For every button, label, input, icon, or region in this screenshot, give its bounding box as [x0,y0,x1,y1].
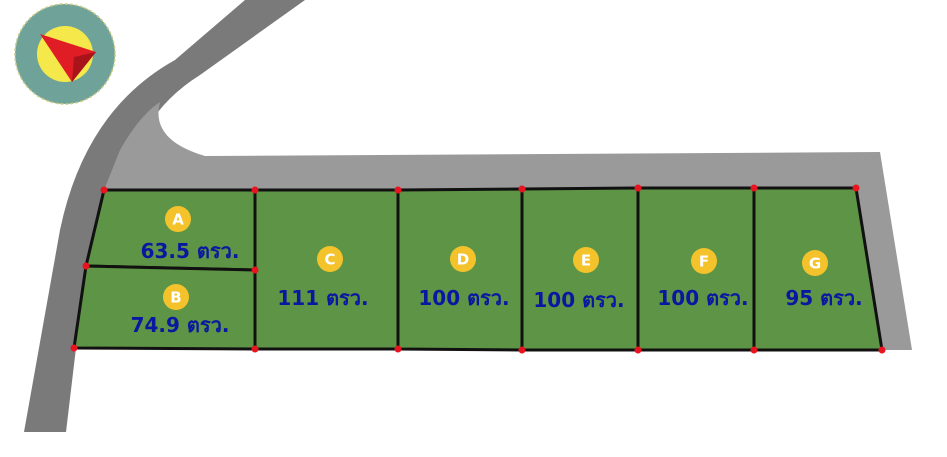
badge-b: B [163,284,189,310]
plot-badges: A B C D E F G [163,206,828,310]
north-arrow-icon [14,3,116,105]
main-road [24,0,305,432]
badge-e-label: E [581,252,591,270]
badge-a: A [165,206,191,232]
area-f: 100 ตรว. [657,286,748,310]
badge-c: C [317,246,343,272]
badge-e: E [573,247,599,273]
badge-d-label: D [457,251,469,269]
badge-g: G [802,250,828,276]
badge-c-label: C [324,251,335,269]
badge-a-label: A [172,211,184,229]
area-g: 95 ตรว. [785,286,862,310]
badge-f-label: F [699,253,709,271]
area-e: 100 ตรว. [533,288,624,312]
badge-d: D [450,246,476,272]
corner-markers [70,184,886,354]
access-road [104,102,912,350]
area-b: 74.9 ตรว. [131,313,230,337]
badge-g-label: G [809,255,821,273]
area-d: 100 ตรว. [418,286,509,310]
area-c: 111 ตรว. [277,286,368,310]
area-a: 63.5 ตรว. [141,239,240,263]
badge-b-label: B [170,289,181,307]
badge-f: F [691,248,717,274]
area-labels: 63.5 ตรว. 74.9 ตรว. 111 ตรว. 100 ตรว. 10… [131,239,863,337]
